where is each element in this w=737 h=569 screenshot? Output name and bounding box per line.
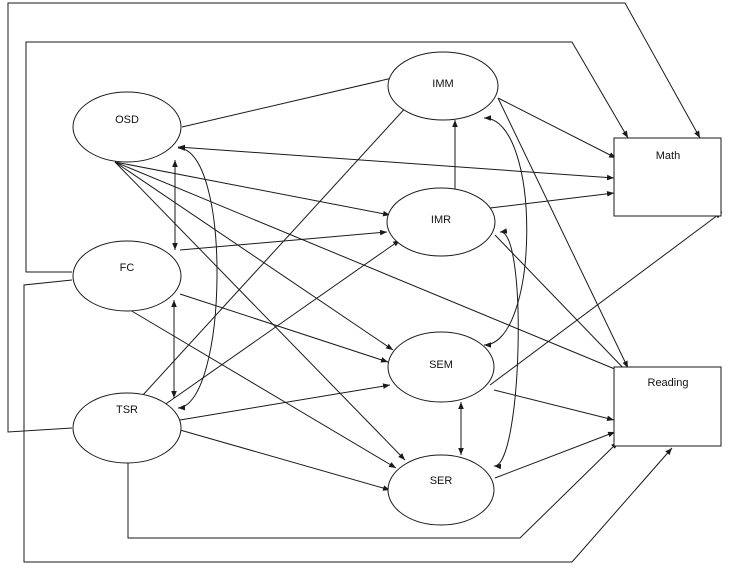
edge-osd-to-ser [114, 161, 406, 461]
edge-imr-to-math [489, 191, 615, 209]
node-sem-label: SEM [429, 359, 453, 371]
node-osd-label: OSD [115, 114, 139, 126]
node-imr: IMR [386, 187, 496, 257]
edge-sem-to-reading [493, 389, 615, 422]
node-fc: FC [72, 240, 182, 312]
node-imm: IMM [387, 51, 499, 121]
node-math: Math [613, 137, 722, 217]
edge-imm-to-math [497, 97, 617, 159]
edge-fc-to-math [25, 41, 629, 273]
edge-fc-to-reading [23, 279, 673, 563]
edge-imr-to-reading [494, 234, 631, 376]
node-math-label: Math [656, 150, 680, 162]
edge-tsr-to-math [7, 2, 701, 433]
node-ser: SER [387, 454, 495, 526]
edge-osd-to-reading [114, 161, 623, 373]
edge-tsr-to-ser [179, 429, 391, 491]
node-imr-label: IMR [431, 214, 451, 226]
node-sem: SEM [387, 331, 495, 403]
edge-osd-to-imr [114, 161, 391, 217]
edge-fc-to-sem [179, 293, 389, 363]
edge-osd-to-sem [114, 161, 394, 351]
node-imm-label: IMM [432, 78, 453, 90]
covariance-osd-math [177, 144, 615, 181]
node-osd: OSD [72, 91, 182, 163]
edge-tsr-to-reading [127, 441, 619, 539]
edge-imm-to-reading [497, 97, 629, 369]
node-tsr: TSR [72, 392, 182, 464]
edge-tsr-to-sem [179, 383, 391, 421]
edge-tsr-to-imr [159, 239, 401, 409]
node-reading: Reading [613, 366, 722, 447]
node-tsr-label: TSR [116, 404, 138, 416]
covariance-osd-tsr [177, 145, 218, 411]
node-ser-label: SER [430, 475, 453, 487]
edge-osd-to-imm [181, 74, 402, 128]
node-reading-label: Reading [648, 377, 689, 389]
edge-fc-to-ser [129, 309, 397, 469]
edge-ser-to-reading [494, 431, 616, 479]
edge-sem-to-math [489, 211, 723, 386]
edge-tsr-to-imm [141, 103, 410, 397]
node-fc-label: FC [120, 262, 135, 274]
covariance-imr-ser [493, 228, 519, 470]
